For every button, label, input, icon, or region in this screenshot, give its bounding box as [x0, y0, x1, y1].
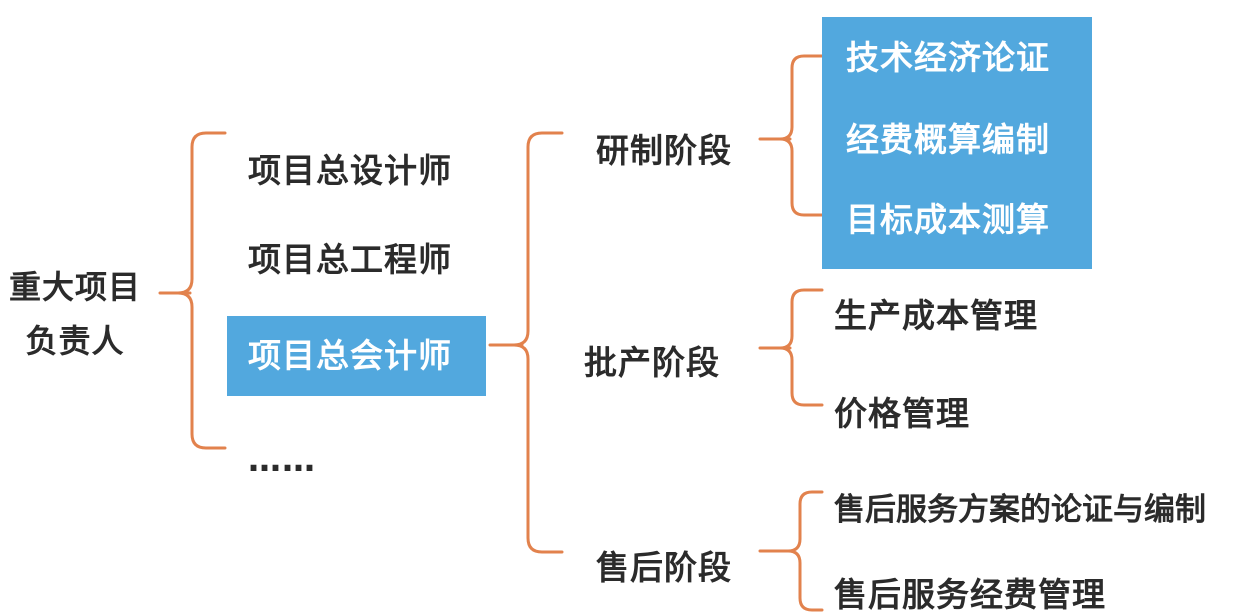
root-bracket — [158, 131, 227, 450]
stage-rd: 研制阶段 — [596, 131, 732, 170]
root-node: 重大项目 负责人 — [0, 260, 150, 368]
production-item-price: 价格管理 — [834, 394, 970, 433]
aftersales-stage-bracket — [758, 490, 824, 612]
rd-items-highlight — [822, 17, 1092, 269]
role-ellipsis: …… — [248, 440, 316, 479]
role-chief-accountant: 项目总会计师 — [248, 336, 452, 375]
accountant-bracket — [488, 131, 564, 554]
stage-aftersales: 售后阶段 — [596, 548, 732, 587]
production-item-cost: 生产成本管理 — [834, 296, 1038, 335]
aftersales-item-budget: 售后服务经费管理 — [834, 575, 1106, 614]
role-chief-engineer: 项目总工程师 — [248, 240, 452, 279]
rd-item-tech-econ: 技术经济论证 — [846, 38, 1050, 77]
role-chief-designer: 项目总设计师 — [248, 151, 452, 190]
rd-item-budget: 经费概算编制 — [846, 120, 1050, 159]
root-label-line1: 重大项目 — [8, 268, 141, 306]
stage-production: 批产阶段 — [584, 343, 720, 382]
root-label-line2: 负责人 — [25, 322, 125, 360]
rd-stage-bracket — [758, 54, 824, 217]
aftersales-item-plan: 售后服务方案的论证与编制 — [834, 492, 1206, 528]
rd-item-target-cost: 目标成本测算 — [846, 200, 1050, 239]
role-chief-accountant-highlight — [227, 316, 486, 396]
production-stage-bracket — [758, 288, 824, 407]
